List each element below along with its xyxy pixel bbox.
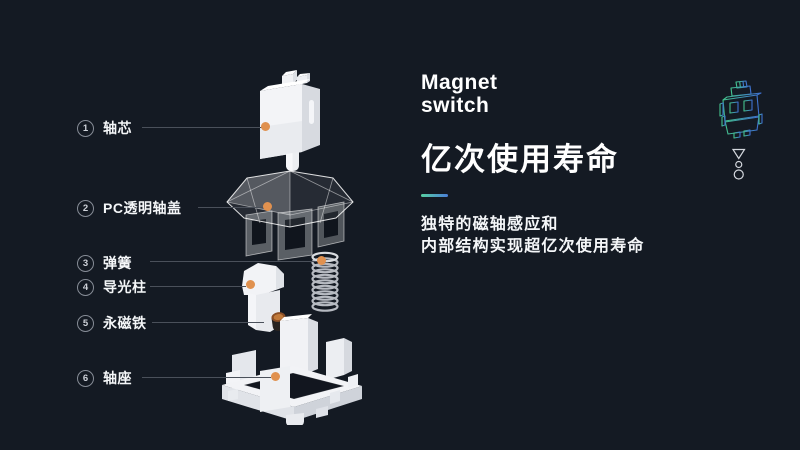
switch-wireframe-icon bbox=[719, 80, 763, 139]
marker-dot-spring bbox=[317, 256, 326, 265]
leader-line-3 bbox=[150, 261, 317, 262]
circle-large-icon bbox=[733, 169, 744, 180]
marker-dot-stem bbox=[261, 122, 270, 131]
marker-dot-base bbox=[271, 372, 280, 381]
cover-part bbox=[226, 170, 354, 261]
triangle-down-icon bbox=[731, 148, 746, 160]
switch-exploded-illustration bbox=[222, 70, 362, 425]
description-line-1: 独特的磁轴感应和 bbox=[421, 216, 559, 233]
part-label: 轴座 bbox=[103, 370, 132, 386]
part-label: 轴芯 bbox=[103, 120, 132, 136]
part-row-magnet: 5 永磁铁 bbox=[77, 313, 147, 333]
description-line-2: 内部结构实现超亿次使用寿命 bbox=[421, 238, 645, 255]
part-label: 导光柱 bbox=[103, 279, 147, 295]
kicker-line-1: Magnet bbox=[421, 71, 498, 94]
kicker-title: Magnet switch bbox=[421, 71, 498, 117]
part-label: 永磁铁 bbox=[103, 315, 147, 331]
part-label: 弹簧 bbox=[103, 255, 132, 271]
part-number-badge: 2 bbox=[77, 199, 94, 217]
accent-divider bbox=[421, 194, 448, 197]
base-part bbox=[222, 314, 362, 425]
part-number-badge: 1 bbox=[77, 119, 94, 137]
leader-line-6 bbox=[142, 377, 271, 378]
part-row-base: 6 轴座 bbox=[77, 368, 132, 388]
leader-line-4 bbox=[150, 286, 246, 287]
part-label: PC透明轴盖 bbox=[103, 200, 182, 216]
kicker-line-2: switch bbox=[421, 94, 490, 117]
part-row-spring: 3 弹簧 bbox=[77, 253, 132, 273]
leader-line-1 bbox=[142, 127, 262, 128]
description-text: 独特的磁轴感应和 内部结构实现超亿次使用寿命 bbox=[421, 214, 645, 258]
part-number-badge: 4 bbox=[77, 278, 94, 296]
part-row-stem: 1 轴芯 bbox=[77, 118, 132, 138]
part-row-light-guide: 4 导光柱 bbox=[77, 277, 147, 297]
part-number-badge: 3 bbox=[77, 254, 94, 272]
circle-small-icon bbox=[735, 160, 743, 169]
stem-part bbox=[260, 70, 320, 171]
decor-shape-group bbox=[731, 148, 746, 180]
marker-dot-cover bbox=[263, 202, 272, 211]
part-row-cover: 2 PC透明轴盖 bbox=[77, 198, 181, 218]
page-title: 亿次使用寿命 bbox=[421, 142, 619, 177]
leader-line-2 bbox=[198, 207, 263, 208]
marker-dot-light-guide bbox=[246, 280, 255, 289]
part-number-badge: 6 bbox=[77, 369, 94, 387]
spring-part bbox=[311, 251, 339, 312]
leader-line-5 bbox=[152, 322, 264, 323]
part-number-badge: 5 bbox=[77, 314, 94, 332]
